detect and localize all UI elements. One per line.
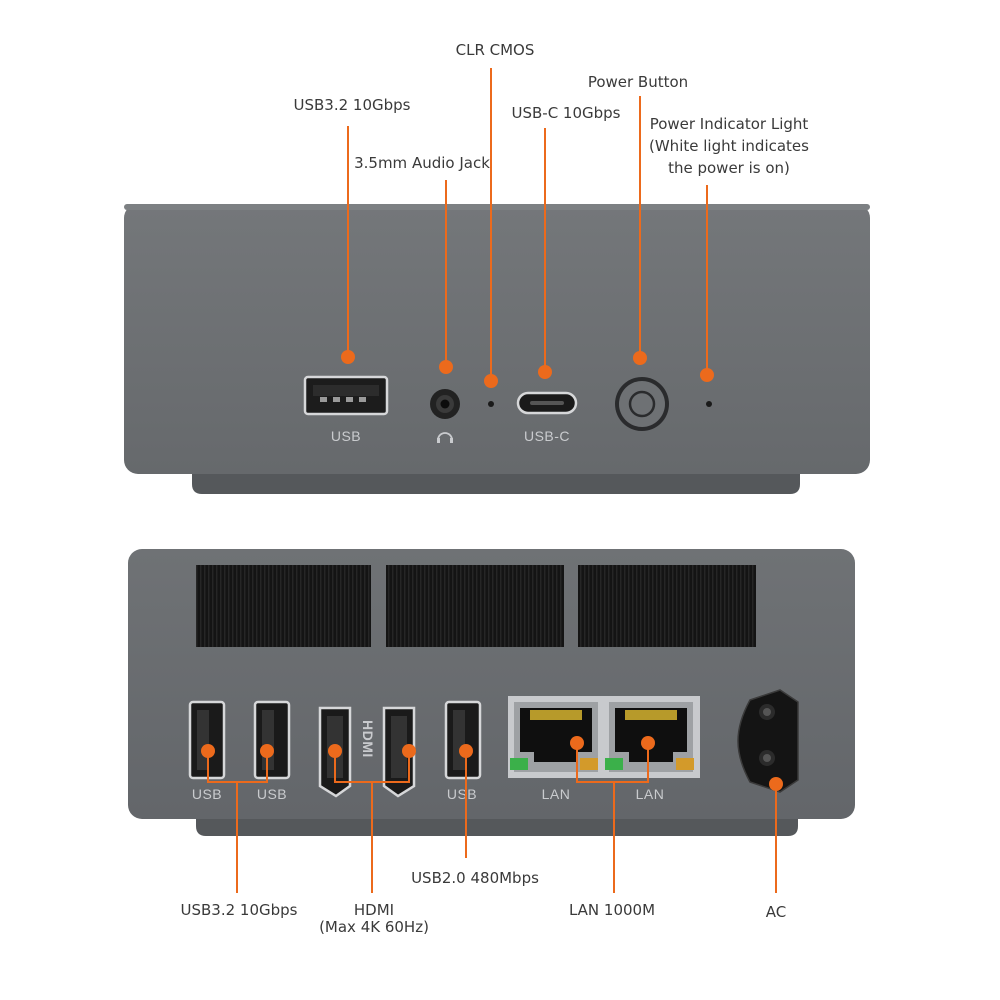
callout-hdmi-line2: (Max 4K 60Hz): [319, 918, 429, 936]
rear-lan-label-1: LAN: [542, 786, 571, 802]
front-unit: USB USB-C: [124, 204, 870, 494]
rear-lan-label-2: LAN: [636, 786, 665, 802]
front-usb-port-label: USB: [331, 428, 361, 444]
callout-power-light-line3: the power is on): [668, 159, 790, 177]
callout-usb20: USB2.0 480Mbps: [411, 869, 539, 887]
rear-leaders: [201, 736, 783, 893]
callout-power-button: Power Button: [588, 73, 688, 91]
front-chassis-base: [192, 468, 800, 494]
vent-left: [196, 565, 371, 647]
callout-usb32-rear: USB3.2 10Gbps: [181, 901, 298, 919]
clr-cmos-pinhole: [488, 401, 494, 407]
headphone-icon: [437, 432, 453, 443]
power-indicator-light: [706, 401, 712, 407]
front-usb-c-port-label: USB-C: [524, 428, 570, 444]
front-chassis: [124, 204, 870, 474]
callout-usb32-front: USB3.2 10Gbps: [294, 96, 411, 114]
callout-usb-c: USB-C 10Gbps: [511, 104, 620, 122]
callout-audio-jack: 3.5mm Audio Jack: [354, 154, 490, 172]
callout-ac: AC: [766, 903, 786, 921]
rear-hdmi-logo-text: HDMI: [360, 720, 376, 758]
ac-power-inlet: [737, 689, 799, 793]
front-leaders: [341, 68, 714, 388]
callout-power-light-line1: Power Indicator Light: [650, 115, 809, 133]
rear-hdmi-port-2: [382, 706, 416, 798]
lan-port-1: [510, 708, 598, 770]
vent-middle: [386, 565, 564, 647]
rear-usb-port-2: [253, 700, 291, 780]
audio-jack: [430, 389, 460, 419]
rear-usb-label-3: USB: [447, 786, 477, 802]
front-chassis-edge: [124, 204, 870, 210]
callout-hdmi-line1: HDMI: [354, 901, 394, 919]
vent-right: [578, 565, 756, 647]
callout-clr-cmos: CLR CMOS: [456, 41, 535, 59]
callout-lan: LAN 1000M: [569, 901, 655, 919]
front-usb-c-port: [516, 391, 578, 415]
power-button: [615, 377, 669, 431]
front-usb-port: [303, 375, 389, 416]
rear-unit: USB USB HDMI USB: [128, 549, 855, 836]
rear-usb-label-1: USB: [192, 786, 222, 802]
lan-port-2: [605, 708, 694, 770]
rear-usb-label-2: USB: [257, 786, 287, 802]
rear-usb-port-3: [444, 700, 482, 780]
callout-power-light-line2: (White light indicates: [649, 137, 809, 155]
